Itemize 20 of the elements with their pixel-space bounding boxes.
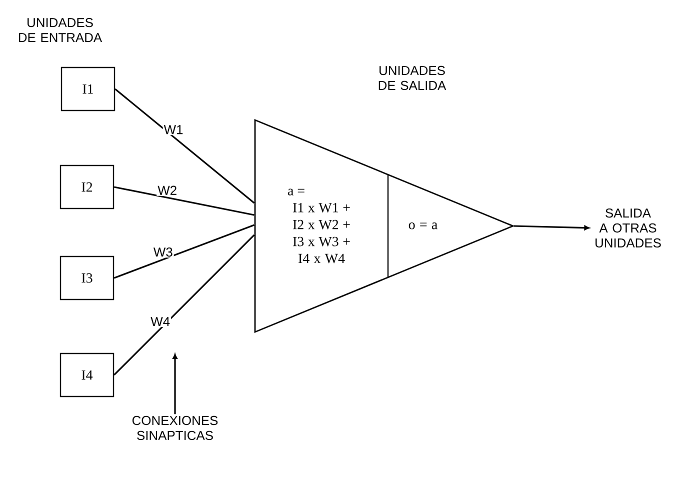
connection-line [114, 234, 255, 376]
caption-text: SALIDA A OTRAS UNIDADES [596, 208, 661, 248]
arrow [172, 354, 178, 414]
input-box: I1 [60, 66, 116, 112]
heading: UNIDADES DE SALIDA [378, 66, 446, 90]
input-box: I2 [60, 164, 114, 210]
edge-label: W1 [162, 124, 184, 136]
connection-line [114, 186, 254, 216]
arrow [514, 225, 590, 230]
heading: UNIDADES DE ENTRADA [18, 18, 102, 42]
input-box: I4 [60, 352, 114, 398]
caption-text: CONEXIONES SINAPTICAS [132, 416, 218, 440]
formula-text: o = a [408, 222, 438, 230]
connection-line [114, 88, 255, 204]
input-box: I3 [60, 256, 114, 300]
formula-text: a = I1 x W1 + I2 x W2 + I3 x W3 + I4 x W4 [288, 188, 350, 264]
edge-label: W4 [150, 316, 172, 327]
edge-label: W3 [152, 246, 174, 258]
connection-line [114, 224, 254, 279]
edge-label: W2 [156, 184, 178, 196]
